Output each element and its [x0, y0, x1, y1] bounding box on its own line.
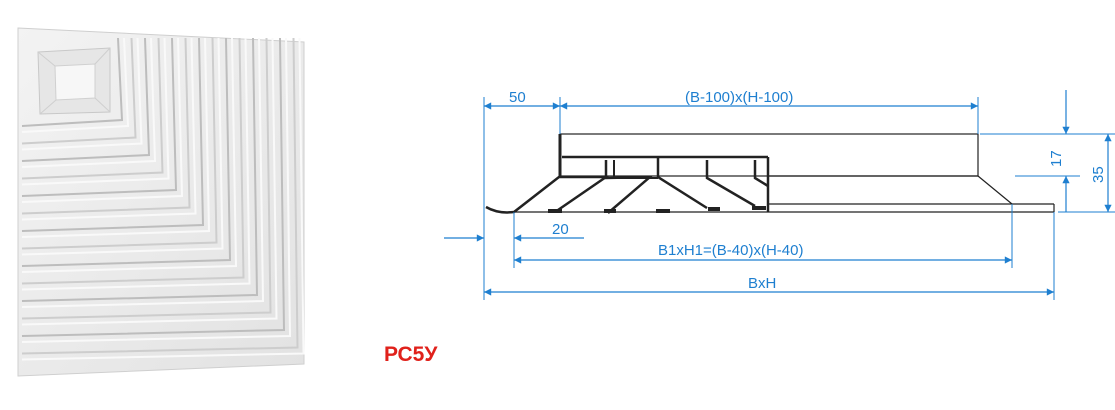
blade-line [21, 37, 178, 197]
dim-label-b1: B1xH1=(B-40)x(H-40) [658, 242, 803, 259]
blade-highlight [21, 37, 305, 361]
blade-highlight [21, 37, 197, 221]
dim-label-overall: BxH [748, 275, 776, 292]
dim-label-20: 20 [552, 221, 569, 238]
blade-line [21, 37, 164, 180]
blade-line [21, 37, 272, 320]
blade-highlight [21, 37, 224, 256]
blade-highlight [21, 37, 292, 343]
blade-line [21, 37, 124, 127]
blade-line [21, 37, 137, 145]
blade-highlight [21, 37, 265, 308]
dim-label-17: 17 [1048, 150, 1065, 167]
blade-line [21, 37, 286, 337]
blade-line [21, 37, 218, 250]
blade-highlight [21, 37, 278, 326]
diffuser-section [485, 133, 1055, 214]
model-label: РС5У [384, 343, 438, 366]
blade-highlight [21, 37, 238, 273]
blade-line [21, 37, 205, 232]
dim-label-inner: (B-100)x(H-100) [685, 89, 793, 106]
blade-highlight [21, 37, 184, 203]
dim-label-35: 35 [1090, 166, 1107, 183]
blade-line [21, 37, 245, 285]
blade-highlight [21, 37, 157, 168]
blade-highlight [21, 37, 211, 238]
blade-line [21, 37, 232, 267]
blade-highlight [21, 37, 170, 186]
dim-label-50: 50 [509, 89, 526, 106]
blade-line [21, 37, 151, 162]
blade-highlight [21, 37, 143, 151]
blade-highlight [21, 37, 251, 291]
diffuser-photo [17, 27, 305, 377]
blade-highlight [21, 37, 130, 133]
diffuser-blades [21, 37, 305, 361]
extension-lines [483, 97, 1115, 300]
blade-line [21, 37, 191, 215]
blade-line [21, 37, 259, 302]
blade-line [21, 37, 299, 355]
